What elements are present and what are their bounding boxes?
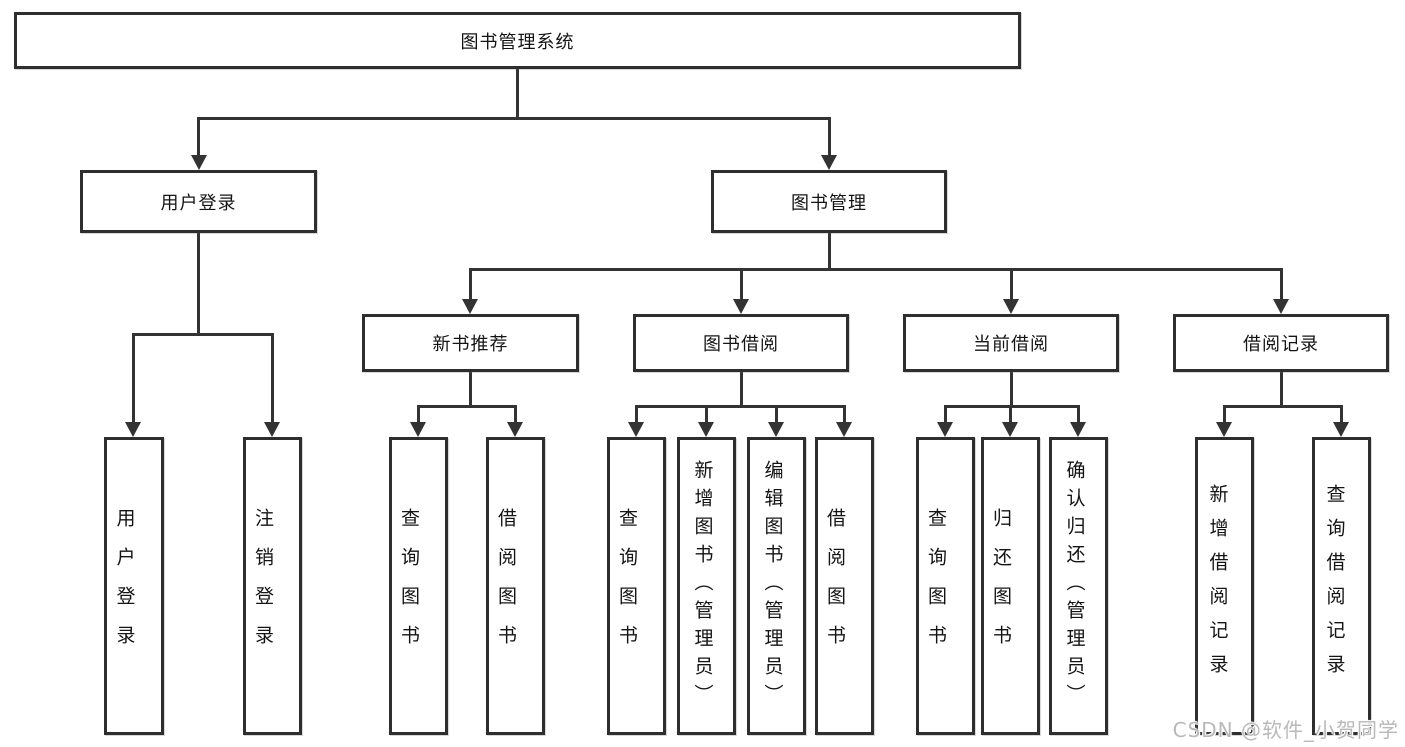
arrow-down-icon	[628, 422, 644, 437]
leaf-label: 查询图书	[925, 508, 947, 664]
connector-line	[197, 117, 200, 159]
arrow-down-icon	[768, 422, 784, 437]
leaf-query-books-current: 查询图书	[916, 437, 975, 735]
arrow-down-icon	[821, 155, 837, 170]
arrow-down-icon	[462, 299, 478, 314]
node-new-book-recommend: 新书推荐	[362, 314, 579, 372]
arrow-down-icon	[1216, 422, 1232, 437]
connector-line	[132, 333, 135, 425]
connector-line	[944, 405, 947, 425]
leaf-query-borrow-record: 查询借阅记录	[1312, 437, 1371, 735]
watermark-text: CSDN @软件_小贺同学	[1172, 718, 1399, 742]
connector-line	[1010, 268, 1013, 302]
connector-line	[469, 268, 1283, 271]
connector-line	[1223, 405, 1226, 425]
connector-line	[417, 405, 517, 408]
arrow-down-icon	[1273, 299, 1289, 314]
leaf-label: 查询图书	[398, 508, 420, 664]
arrow-down-icon	[1002, 422, 1018, 437]
node-user-login: 用户登录	[80, 170, 317, 233]
connector-line	[635, 405, 638, 425]
leaf-label: 查询图书	[616, 508, 638, 664]
connector-line	[1280, 372, 1283, 407]
leaf-label: 查询借阅记录	[1323, 484, 1346, 688]
arrow-down-icon	[1333, 422, 1349, 437]
connector-line	[828, 233, 831, 270]
leaf-label: 借阅图书	[824, 508, 846, 664]
node-book-management: 图书管理	[711, 170, 947, 233]
connector-line	[1077, 405, 1080, 425]
leaf-edit-book-admin: 编辑图书（管理员）	[747, 437, 806, 735]
arrow-down-icon	[836, 422, 852, 437]
connector-line	[197, 233, 200, 335]
connector-line	[1009, 405, 1012, 425]
node-borrow-records: 借阅记录	[1173, 314, 1389, 372]
leaf-confirm-return-admin: 确认归还（管理员）	[1049, 437, 1108, 735]
node-book-borrow: 图书借阅	[633, 314, 849, 372]
leaf-label: 注销登录	[252, 508, 274, 664]
connector-line	[417, 405, 420, 425]
arrow-down-icon	[410, 422, 426, 437]
leaf-label: 归还图书	[990, 508, 1012, 664]
leaf-label: 借阅图书	[495, 508, 517, 664]
connector-line	[740, 268, 743, 302]
connector-line	[1340, 405, 1343, 425]
leaf-label: 编辑图书（管理员）	[761, 460, 784, 712]
connector-line	[469, 372, 472, 407]
leaf-label: 用户登录	[113, 508, 136, 664]
arrow-down-icon	[264, 422, 280, 437]
leaf-borrow-books-recommend: 借阅图书	[486, 437, 545, 735]
node-label: 用户登录	[160, 192, 237, 214]
connector-line	[469, 268, 472, 302]
arrow-down-icon	[1070, 422, 1086, 437]
connector-line	[271, 333, 274, 425]
connector-line	[740, 372, 743, 407]
connector-line	[775, 405, 778, 425]
connector-line	[1223, 405, 1343, 408]
arrow-down-icon	[698, 422, 714, 437]
arrow-down-icon	[1003, 299, 1019, 314]
connector-line	[516, 68, 519, 120]
connector-line	[705, 405, 708, 425]
leaf-query-books-recommend: 查询图书	[389, 437, 448, 735]
arrow-down-icon	[125, 422, 141, 437]
leaf-add-book-admin: 新增图书（管理员）	[677, 437, 736, 735]
arrow-down-icon	[937, 422, 953, 437]
leaf-label: 新增借阅记录	[1206, 484, 1229, 688]
leaf-return-book: 归还图书	[981, 437, 1040, 735]
leaf-user-login: 用户登录	[104, 437, 164, 735]
arrow-down-icon	[507, 422, 523, 437]
connector-line	[197, 117, 831, 120]
node-label: 借阅记录	[1243, 334, 1319, 355]
connector-line	[1010, 372, 1013, 407]
connector-line	[132, 333, 274, 336]
connector-line	[635, 405, 846, 408]
leaf-query-books-borrow: 查询图书	[607, 437, 666, 735]
node-label: 图书管理系统	[460, 31, 575, 53]
connector-line	[828, 117, 831, 159]
node-label: 新书推荐	[432, 334, 509, 355]
node-root: 图书管理系统	[14, 12, 1021, 69]
node-current-borrow: 当前借阅	[903, 314, 1119, 372]
node-label: 当前借阅	[973, 334, 1049, 355]
leaf-borrow-books-borrow: 借阅图书	[815, 437, 874, 735]
connector-line	[843, 405, 846, 425]
connector-line	[1280, 268, 1283, 302]
arrow-down-icon	[733, 299, 749, 314]
leaf-logout: 注销登录	[243, 437, 302, 735]
arrow-down-icon	[191, 155, 207, 170]
leaf-label: 确认归还（管理员）	[1063, 460, 1086, 712]
leaf-label: 新增图书（管理员）	[691, 460, 714, 712]
node-label: 图书管理	[791, 192, 867, 214]
leaf-add-borrow-record: 新增借阅记录	[1195, 437, 1254, 735]
connector-line	[514, 405, 517, 425]
connector-line	[944, 405, 1080, 408]
node-label: 图书借阅	[703, 334, 779, 355]
